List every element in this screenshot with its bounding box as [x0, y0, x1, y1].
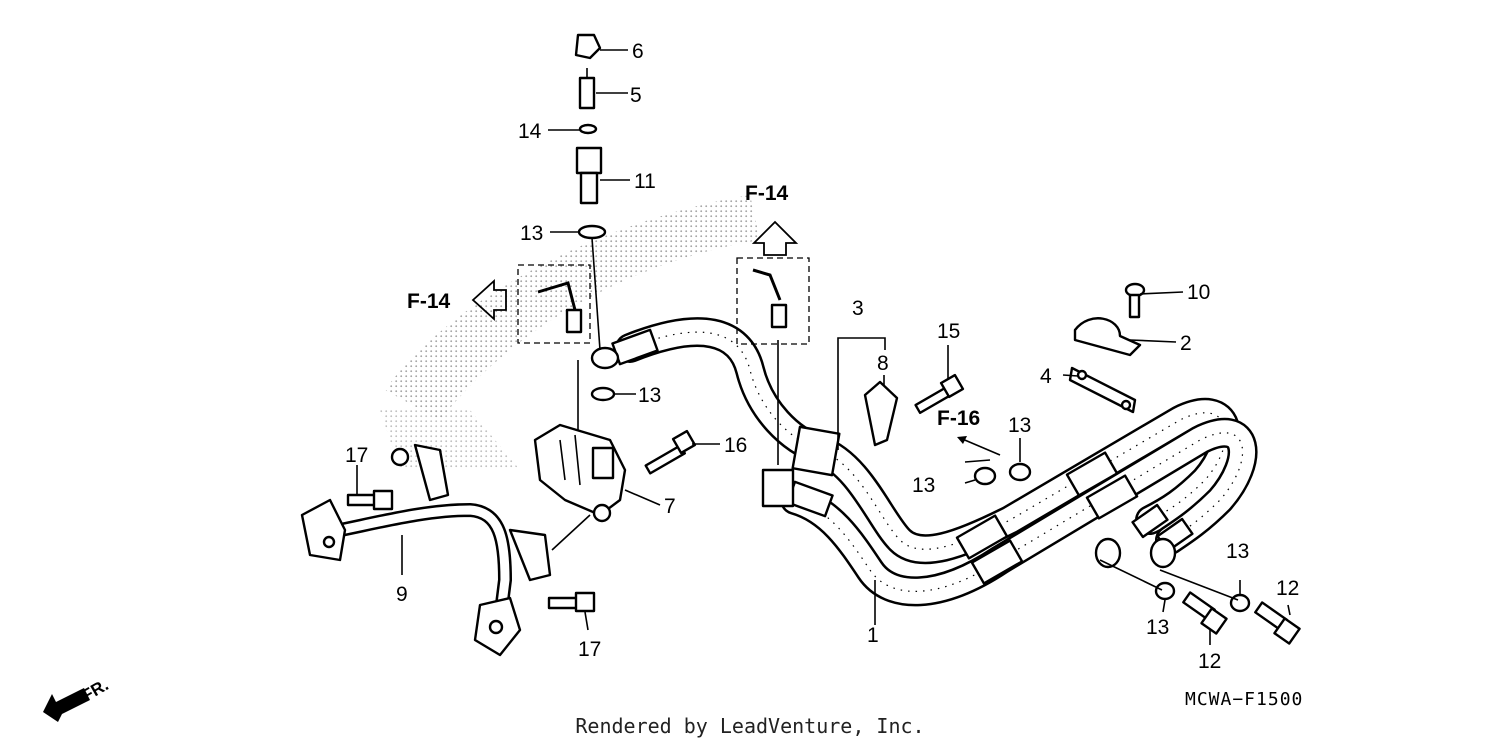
small-arrow-icon: [957, 436, 1001, 463]
callout-15: 15: [937, 320, 960, 343]
callout-12a: 12: [1276, 577, 1299, 600]
oil-cooler-hose-assembly: [590, 317, 1258, 607]
callout-13f: 13: [1146, 616, 1169, 639]
footer-credit: Rendered by LeadVenture, Inc.: [575, 714, 925, 738]
callout-10: 10: [1187, 281, 1210, 304]
plate-part-4: [1068, 366, 1137, 414]
callout-13c: 13: [1008, 414, 1031, 437]
sensor-stack: [574, 33, 616, 402]
up-arrow-icon: [751, 220, 799, 256]
left-arrow-icon: [471, 278, 507, 322]
ref-f14-left: F-14: [407, 290, 451, 313]
inset-left: [517, 264, 591, 344]
leader-lines: [356, 49, 1291, 645]
bolt-part-17-upper: [346, 489, 394, 511]
front-direction-arrow-icon: [43, 688, 90, 722]
valve-body-part-7: [533, 360, 627, 523]
callout-8: 8: [877, 352, 889, 375]
washers-part-13: [973, 462, 1251, 613]
bracket-part-8: [863, 380, 899, 447]
callout-17a: 17: [345, 444, 368, 467]
bolt-part-12-left: [1182, 591, 1228, 635]
callout-14: 14: [518, 120, 542, 143]
ref-f14-top: F-14: [745, 182, 789, 205]
callout-11: 11: [634, 170, 656, 193]
callout-2: 2: [1180, 332, 1192, 355]
callout-13a: 13: [520, 222, 543, 245]
bolt-part-12-right: [1254, 601, 1301, 645]
inset-right: [736, 257, 810, 465]
diagram-code: MCWA−F1500: [1185, 689, 1304, 710]
callout-labels: 6 5 14 11 13 13 3 8 15 10 2 4 13 13 16 7…: [345, 40, 1299, 673]
callout-1: 1: [867, 624, 879, 647]
bolt-part-16: [644, 429, 697, 475]
callout-16: 16: [724, 434, 747, 457]
callout-6: 6: [632, 40, 644, 63]
watermark-background: [380, 195, 760, 470]
callout-13e: 13: [1226, 540, 1249, 563]
callout-17b: 17: [578, 638, 601, 661]
callout-4: 4: [1040, 365, 1052, 388]
callout-3: 3: [852, 297, 864, 320]
screw-part-10: [1124, 282, 1146, 319]
callout-5: 5: [630, 84, 642, 107]
callout-13b: 13: [638, 384, 661, 407]
callout-13d: 13: [912, 474, 935, 497]
bolt-part-17-lower: [547, 591, 596, 613]
callout-7: 7: [664, 495, 676, 518]
callout-9: 9: [396, 583, 408, 606]
oil-pipe-part-9: [300, 443, 552, 657]
ref-f16: F-16: [937, 407, 980, 430]
callout-12b: 12: [1198, 650, 1221, 673]
reference-labels: F-14 F-14 F-16 FR.: [79, 182, 981, 705]
clamp-part-2: [1073, 317, 1142, 357]
